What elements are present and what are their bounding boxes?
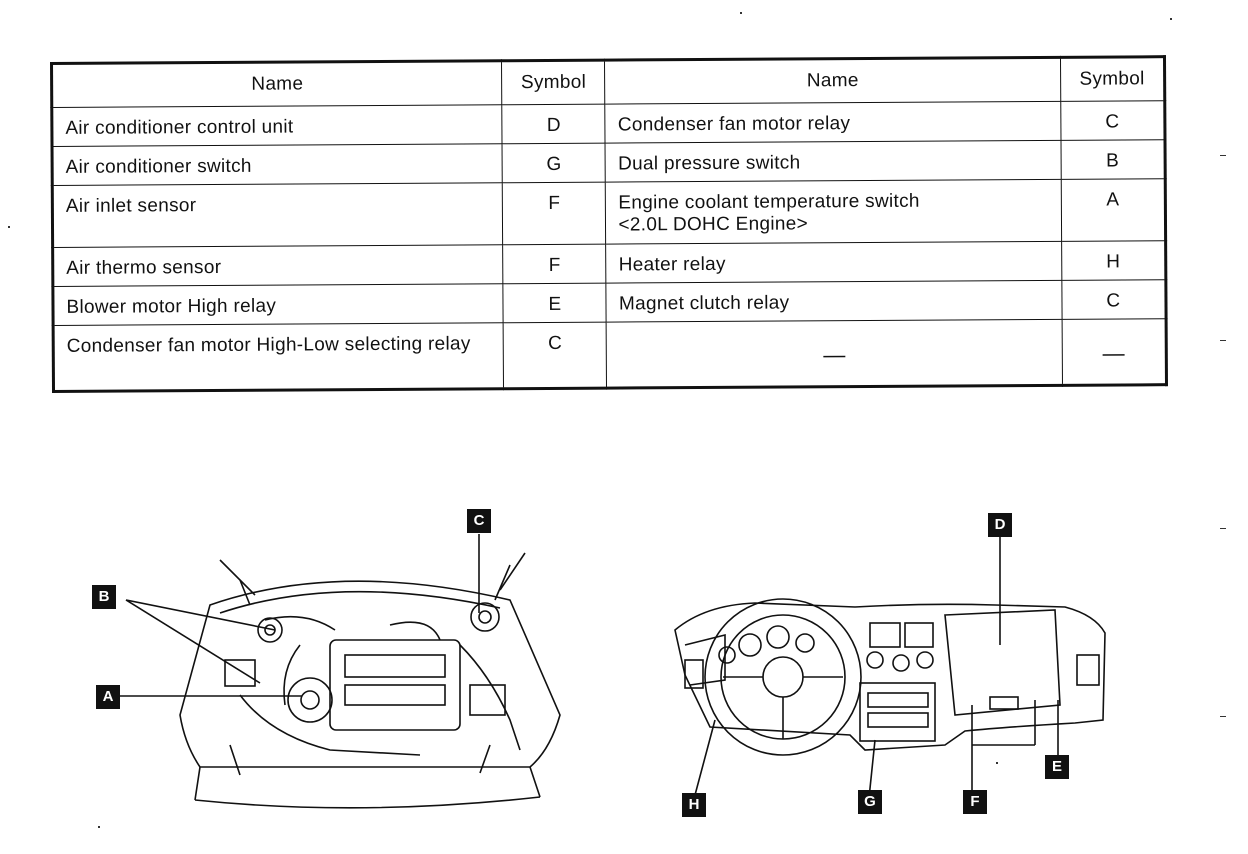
location-label-g: G [858,790,882,814]
component-symbol: A [1061,178,1166,242]
component-name-line2: <2.0L DOHC Engine> [618,213,809,236]
column-header-symbol-left: Symbol [501,60,606,105]
dashboard-diagram: D E F G H [665,505,1115,830]
component-name: Condenser fan motor relay [605,101,1061,144]
component-name: Blower motor High relay [52,283,504,326]
component-symbol: C [503,322,607,389]
component-name: Magnet clutch relay [606,280,1062,323]
column-header-name-right: Name [604,57,1061,105]
location-label-h: H [682,793,706,817]
column-header-symbol-right: Symbol [1060,56,1165,102]
component-symbol: F [503,244,607,284]
table-row: Air conditioner control unit D Condenser… [51,100,1165,147]
table-row: Condenser fan motor High-Low selecting r… [53,318,1167,392]
location-label-c: C [467,509,491,533]
component-name: Condenser fan motor High-Low selecting r… [53,322,504,392]
scan-speck [98,826,100,828]
component-name-empty: — [606,319,1063,389]
component-symbol: C [1061,279,1167,320]
component-name: Air conditioner switch [52,143,503,186]
location-label-b: B [92,585,116,609]
scan-speck [1170,18,1172,20]
table-row: Air inlet sensor F Engine coolant temper… [52,178,1166,248]
component-symbol: F [502,182,607,245]
table-row: Air thermo sensor F Heater relay H [52,240,1166,287]
edge-mark [1220,716,1226,717]
engine-compartment-diagram: B A C [90,505,590,835]
component-symbol-empty: — [1061,318,1167,386]
location-label-a: A [96,685,120,709]
component-symbol: H [1061,240,1166,281]
table-row: Air conditioner switch G Dual pressure s… [52,139,1166,186]
component-symbol: C [1060,100,1165,141]
component-name-multiline: Engine coolant temperature switch <2.0L … [605,179,1062,245]
location-label-e: E [1045,755,1069,779]
table-header-row: Name Symbol Name Symbol [51,56,1165,108]
scan-speck [8,226,10,228]
scan-speck [740,12,742,14]
location-label-d: D [988,513,1012,537]
component-name: Dual pressure switch [605,140,1062,183]
table-row: Blower motor High relay E Magnet clutch … [52,279,1167,326]
location-label-f: F [963,790,987,814]
component-location-table: Name Symbol Name Symbol Air conditioner … [50,55,1169,393]
component-symbol: G [502,143,606,183]
component-name: Air inlet sensor [52,182,504,248]
component-name-line1: Engine coolant temperature switch [618,190,920,214]
component-name: Air conditioner control unit [51,104,503,147]
engine-compartment-illustration [116,534,561,809]
component-name: Air thermo sensor [52,244,504,287]
component-symbol: D [502,104,606,144]
scan-speck [996,762,998,764]
edge-mark [1220,340,1226,341]
edge-mark [1220,155,1226,156]
edge-mark [1220,528,1226,529]
component-symbol: E [503,283,607,323]
component-name: Heater relay [606,241,1062,284]
component-symbol: B [1060,139,1166,180]
column-header-name-left: Name [51,60,503,108]
dashboard-illustration [674,535,1106,801]
